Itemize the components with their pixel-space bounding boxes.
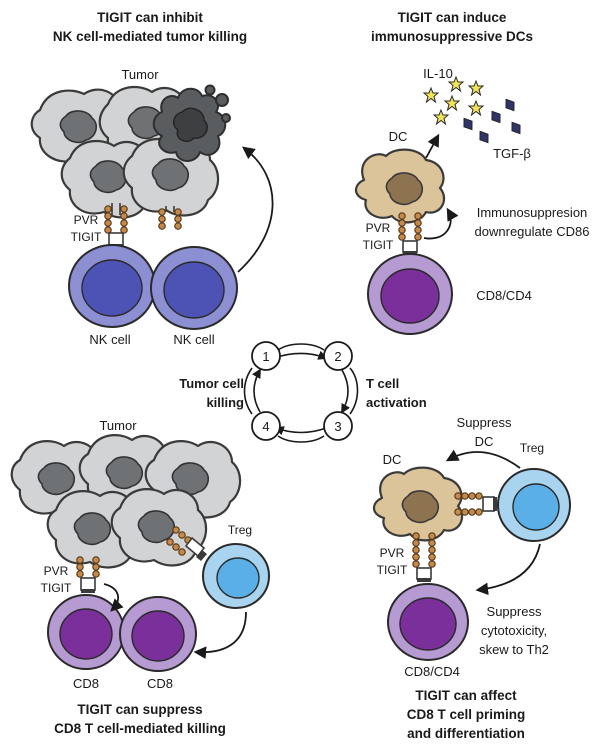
t-cell-activation-label-line2: activation bbox=[366, 395, 427, 410]
tgf-beta-label: TGF-β bbox=[493, 146, 531, 161]
tumor-cell-cluster bbox=[10, 434, 242, 569]
panel-title-line2: CD8 T cell priming bbox=[407, 707, 526, 722]
nk-cell-label: NK cell bbox=[173, 332, 214, 347]
tumor-cell-cluster bbox=[30, 84, 231, 219]
tumor-label: Tumor bbox=[99, 418, 137, 433]
panel-title-line1: TIGIT can induce bbox=[398, 10, 507, 25]
tumor-nucleus bbox=[171, 462, 210, 496]
pvr-tigit-receptor bbox=[76, 556, 100, 593]
panel-title-line1: TIGIT can affect bbox=[415, 688, 517, 703]
immune-cycle: 1 2 3 4 Tumor cell killing T cell activa… bbox=[179, 341, 427, 443]
panel-nk-inhibition: TIGIT can inhibit NK cell-mediated tumor… bbox=[30, 10, 274, 347]
cycle-node-label: 1 bbox=[262, 349, 269, 364]
cd8-cd4-t-cell bbox=[367, 253, 453, 335]
suppress-dc-arrow bbox=[445, 449, 521, 469]
suppress-note-line1: Suppress bbox=[487, 604, 542, 619]
tumor-killing-label-line1: Tumor cell bbox=[179, 376, 244, 391]
suppress-cytotoxicity-arrow bbox=[475, 543, 541, 596]
tumor-fragment bbox=[215, 93, 229, 107]
tumor-fragment bbox=[221, 113, 231, 123]
suppress-note-line3: skew to Th2 bbox=[479, 642, 549, 657]
t-cell-activation-label-line1: T cell bbox=[366, 376, 399, 391]
panel-title-line1: TIGIT can inhibit bbox=[97, 10, 203, 25]
panel-cd8-priming: Suppress DC DC Treg PVR TIGIT bbox=[372, 415, 571, 741]
cd8-cd4-label: CD8/CD4 bbox=[476, 288, 532, 303]
pvr-label: PVR bbox=[366, 221, 391, 235]
cd8-t-cell bbox=[119, 596, 197, 672]
cycle-node-4 bbox=[251, 411, 281, 441]
dendritic-cell bbox=[354, 148, 446, 224]
tumor-killing-label-line2: killing bbox=[206, 395, 244, 410]
dc-label: DC bbox=[389, 129, 408, 144]
tigit-label: TIGIT bbox=[71, 230, 102, 244]
tumor-nucleus bbox=[37, 462, 76, 496]
tumor-nucleus bbox=[137, 510, 176, 544]
pvr-tigit-receptor bbox=[398, 212, 422, 255]
killing-arrow bbox=[237, 146, 274, 273]
pvr-tigit-receptor bbox=[412, 532, 436, 582]
tumor-label: Tumor bbox=[121, 67, 159, 82]
tumor-nucleus bbox=[59, 110, 98, 144]
secretion-arrow bbox=[425, 133, 440, 159]
tumor-nucleus bbox=[105, 456, 144, 490]
cd8-label: CD8 bbox=[147, 676, 173, 691]
panel-title-line2: NK cell-mediated tumor killing bbox=[53, 29, 247, 44]
inhibition-arrow bbox=[103, 583, 124, 612]
immunosuppression-note-line1: Immunosuppresion bbox=[477, 205, 588, 220]
tumor-nucleus bbox=[73, 512, 112, 546]
immunosuppression-note-line2: downregulate CD86 bbox=[475, 224, 590, 239]
suppress-note-line2: cytotoxicity, bbox=[481, 623, 547, 638]
il10-label: IL-10 bbox=[423, 66, 453, 81]
suppress-dc-line1: Suppress bbox=[457, 415, 512, 430]
cycle-node-label: 2 bbox=[334, 349, 341, 364]
dendritic-cell bbox=[372, 466, 464, 542]
tumor-fragment bbox=[204, 84, 216, 96]
panel-title-line1: TIGIT can suppress bbox=[77, 702, 202, 717]
tigit-label: TIGIT bbox=[377, 563, 408, 577]
cycle-node-2 bbox=[323, 341, 353, 371]
dc-label: DC bbox=[383, 452, 402, 467]
pvr-receptor-unbound bbox=[158, 206, 182, 230]
tgf-beta-diamonds bbox=[463, 98, 521, 144]
cd8-t-cell bbox=[47, 594, 125, 670]
dying-nucleus bbox=[172, 107, 208, 142]
cd8-label: CD8 bbox=[73, 676, 99, 691]
pvr-label: PVR bbox=[380, 546, 405, 560]
nk-cell bbox=[150, 246, 238, 330]
cycle-node-label: 3 bbox=[334, 419, 341, 434]
pvr-label: PVR bbox=[44, 564, 69, 578]
pvr-label: PVR bbox=[74, 213, 99, 227]
nk-cell bbox=[68, 244, 156, 328]
cd8-cd4-label: CD8/CD4 bbox=[404, 664, 460, 679]
tumor-nucleus bbox=[89, 160, 128, 194]
cycle-node-label: 4 bbox=[262, 419, 269, 434]
cycle-node-1 bbox=[251, 341, 281, 371]
treg-cell bbox=[202, 543, 270, 609]
treg-suppression-arrow bbox=[193, 611, 247, 659]
tumor-nucleus bbox=[151, 158, 190, 192]
treg-label: Treg bbox=[228, 523, 252, 537]
panel-title-line2: immunosuppressive DCs bbox=[371, 29, 533, 44]
panel-cd8-suppression: Tumor PVR TIGIT Treg bbox=[10, 418, 270, 736]
treg-tumor-receptor bbox=[166, 526, 207, 561]
treg-label: Treg bbox=[520, 441, 544, 455]
dc-treg-receptor bbox=[454, 492, 497, 516]
feedback-arrow bbox=[423, 207, 459, 240]
cycle-node-3 bbox=[323, 411, 353, 441]
panel-immunosuppressive-dcs: TIGIT can induce immunosuppressive DCs I… bbox=[354, 10, 590, 335]
treg-cell bbox=[497, 468, 571, 542]
suppress-dc-line2: DC bbox=[475, 434, 494, 449]
tigit-label: TIGIT bbox=[363, 238, 394, 252]
cd8-cd4-t-cell bbox=[387, 583, 469, 661]
il10-stars bbox=[422, 75, 485, 126]
panel-title-line3: and differentiation bbox=[407, 726, 525, 741]
nk-cell-label: NK cell bbox=[89, 332, 130, 347]
panel-title-line2: CD8 T cell-mediated killing bbox=[54, 721, 226, 736]
tigit-label: TIGIT bbox=[41, 581, 72, 595]
